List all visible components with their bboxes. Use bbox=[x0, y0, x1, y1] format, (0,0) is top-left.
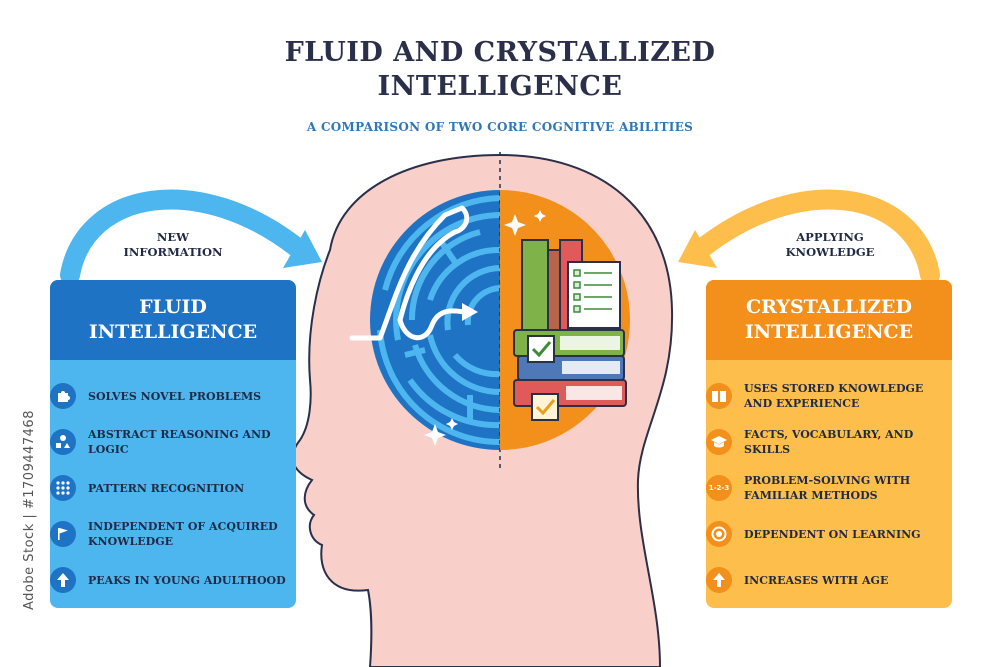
list-item: 1-2-3 PROBLEM-SOLVING WITH FAMILIAR METH… bbox=[706, 465, 952, 511]
crystallized-traits-list: USES STORED KNOWLEDGE AND EXPERIENCE FAC… bbox=[706, 373, 952, 603]
list-item: DEPENDENT ON LEARNING bbox=[706, 511, 952, 557]
cryst-item-text: PROBLEM-SOLVING WITH FAMILIAR METHODS bbox=[744, 474, 911, 502]
fluid-maze bbox=[349, 152, 501, 470]
fluid-item-text: SOLVES NOVEL PROBLEMS bbox=[88, 389, 262, 403]
left-curved-arrow bbox=[60, 189, 322, 285]
shapes-icon bbox=[50, 429, 76, 455]
list-item: USES STORED KNOWLEDGE AND EXPERIENCE bbox=[706, 373, 952, 419]
fluid-item-text: INDEPENDENT OF ACQUIRED KNOWLEDGE bbox=[88, 520, 278, 548]
list-item: ABSTRACT REASONING AND LOGIC bbox=[50, 419, 296, 465]
cryst-item-text: DEPENDENT ON LEARNING bbox=[744, 527, 921, 541]
crystallized-books bbox=[500, 190, 630, 450]
page-title: FLUID AND CRYSTALLIZED INTELLIGENCE bbox=[250, 36, 750, 104]
steps-icon: 1-2-3 bbox=[706, 475, 732, 501]
fluid-item-text: PATTERN RECOGNITION bbox=[88, 481, 245, 495]
cryst-header-line-2: INTELLIGENCE bbox=[744, 321, 914, 343]
dots-grid-icon bbox=[50, 475, 76, 501]
fluid-intelligence-panel: FLUID INTELLIGENCE SOLVES NOVEL PROBLEMS… bbox=[50, 280, 296, 608]
right-label-line-1: APPLYING bbox=[796, 230, 864, 244]
list-item: PEAKS IN YOUNG ADULTHOOD bbox=[50, 557, 296, 603]
list-item: INCREASES WITH AGE bbox=[706, 557, 952, 603]
applying-knowledge-label: APPLYING KNOWLEDGE bbox=[765, 230, 895, 260]
book-icon bbox=[706, 383, 732, 409]
arrow-up-icon bbox=[50, 567, 76, 593]
fluid-item-text: PEAKS IN YOUNG ADULTHOOD bbox=[88, 573, 286, 587]
left-label-line-1: NEW bbox=[156, 230, 190, 244]
fluid-traits-list: SOLVES NOVEL PROBLEMS ABSTRACT REASONING… bbox=[50, 373, 296, 603]
watermark-text: Adobe Stock | #1709447468 bbox=[22, 410, 37, 610]
fluid-panel-header: FLUID INTELLIGENCE bbox=[50, 280, 296, 360]
puzzle-icon bbox=[50, 383, 76, 409]
flag-icon bbox=[50, 521, 76, 547]
fluid-header-line-1: FLUID bbox=[139, 296, 207, 318]
cryst-item-text: USES STORED KNOWLEDGE AND EXPERIENCE bbox=[744, 382, 924, 410]
list-item: FACTS, VOCABULARY, AND SKILLS bbox=[706, 419, 952, 465]
arrow-up-icon bbox=[706, 567, 732, 593]
title-line-1: FLUID AND CRYSTALLIZED bbox=[284, 37, 716, 68]
left-label-line-2: INFORMATION bbox=[123, 245, 223, 259]
list-item: SOLVES NOVEL PROBLEMS bbox=[50, 373, 296, 419]
list-item: PATTERN RECOGNITION bbox=[50, 465, 296, 511]
cryst-item-text: FACTS, VOCABULARY, AND SKILLS bbox=[744, 428, 914, 456]
fluid-header-line-2: INTELLIGENCE bbox=[88, 321, 258, 343]
crystallized-intelligence-panel: CRYSTALLIZED INTELLIGENCE USES STORED KN… bbox=[706, 280, 952, 608]
new-information-label: NEW INFORMATION bbox=[108, 230, 238, 260]
crystallized-panel-header: CRYSTALLIZED INTELLIGENCE bbox=[706, 280, 952, 360]
graduation-cap-icon bbox=[706, 429, 732, 455]
title-line-2: INTELLIGENCE bbox=[377, 71, 623, 102]
cryst-header-line-1: CRYSTALLIZED bbox=[746, 296, 912, 318]
list-item: INDEPENDENT OF ACQUIRED KNOWLEDGE bbox=[50, 511, 296, 557]
page-subtitle: A COMPARISON OF TWO CORE COGNITIVE ABILI… bbox=[306, 120, 694, 134]
fluid-item-text: ABSTRACT REASONING AND LOGIC bbox=[88, 428, 271, 456]
right-curved-arrow bbox=[678, 189, 940, 285]
cryst-item-text: INCREASES WITH AGE bbox=[744, 573, 889, 587]
right-label-line-2: KNOWLEDGE bbox=[785, 245, 875, 259]
target-icon bbox=[706, 521, 732, 547]
stock-watermark: Adobe Stock | #1709447468 bbox=[12, 410, 52, 610]
